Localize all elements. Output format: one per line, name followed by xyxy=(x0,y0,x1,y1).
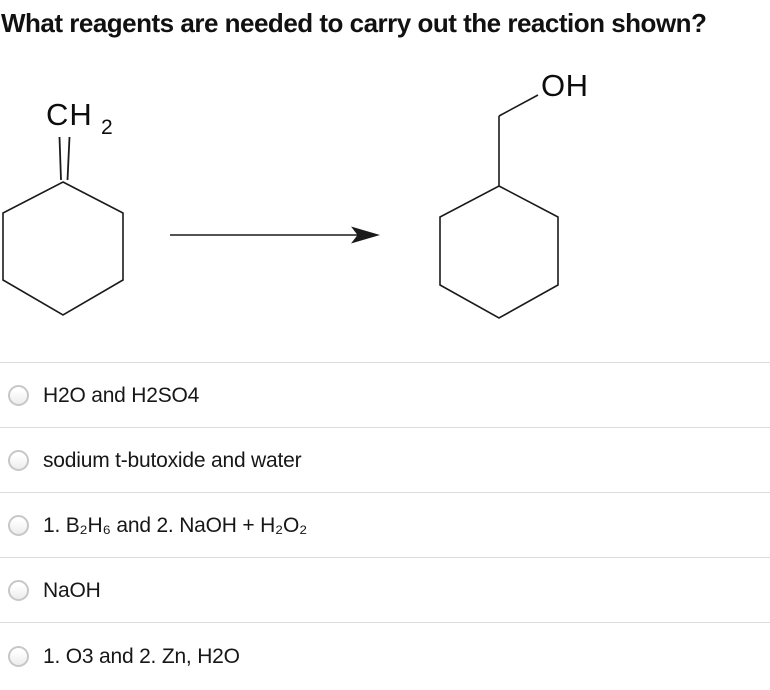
option-label: H2O and H2SO4 xyxy=(43,383,200,407)
product-cyclohexane-ring xyxy=(439,185,559,319)
answer-option-3[interactable]: 1. B₂H₆ and 2. NaOH + H₂O₂ xyxy=(0,492,770,557)
option-label: 1. B₂H₆ and 2. NaOH + H₂O₂ xyxy=(43,513,308,537)
option-label: 1. O3 and 2. Zn, H2O xyxy=(43,645,240,668)
answer-option-1[interactable]: H2O and H2SO4 xyxy=(0,362,770,427)
c-oh-bond xyxy=(498,94,539,117)
oh-label: OH xyxy=(541,68,589,103)
radio-button-option-3[interactable] xyxy=(8,514,29,536)
ch2-label-main: CH xyxy=(46,97,93,132)
answer-option-4[interactable]: NaOH xyxy=(0,557,770,622)
answer-option-5[interactable]: 1. O3 and 2. Zn, H2O xyxy=(0,622,770,690)
double-bond-line-2 xyxy=(66,136,71,181)
radio-button-option-1[interactable] xyxy=(8,384,29,406)
answer-options-list: H2O and H2SO4 sodium t-butoxide and wate… xyxy=(0,362,770,690)
option-label: NaOH xyxy=(43,578,101,602)
arrow-head xyxy=(351,226,380,244)
radio-button-option-2[interactable] xyxy=(8,449,29,471)
reactant-structure: CH 2 xyxy=(2,97,124,316)
double-bond-line-1 xyxy=(58,136,62,181)
reactant-cyclohexane-ring xyxy=(2,181,124,316)
question-title: What reagents are needed to carry out th… xyxy=(1,8,707,38)
answer-option-2[interactable]: sodium t-butoxide and water xyxy=(0,427,770,492)
product-structure: OH xyxy=(439,68,589,319)
option-label: sodium t-butoxide and water xyxy=(43,448,302,472)
radio-button-option-4[interactable] xyxy=(8,579,29,601)
ch2-label-subscript: 2 xyxy=(101,116,113,139)
reaction-diagram: CH 2 OH xyxy=(2,68,589,319)
radio-button-option-5[interactable] xyxy=(8,646,29,667)
reaction-arrow xyxy=(170,226,380,244)
